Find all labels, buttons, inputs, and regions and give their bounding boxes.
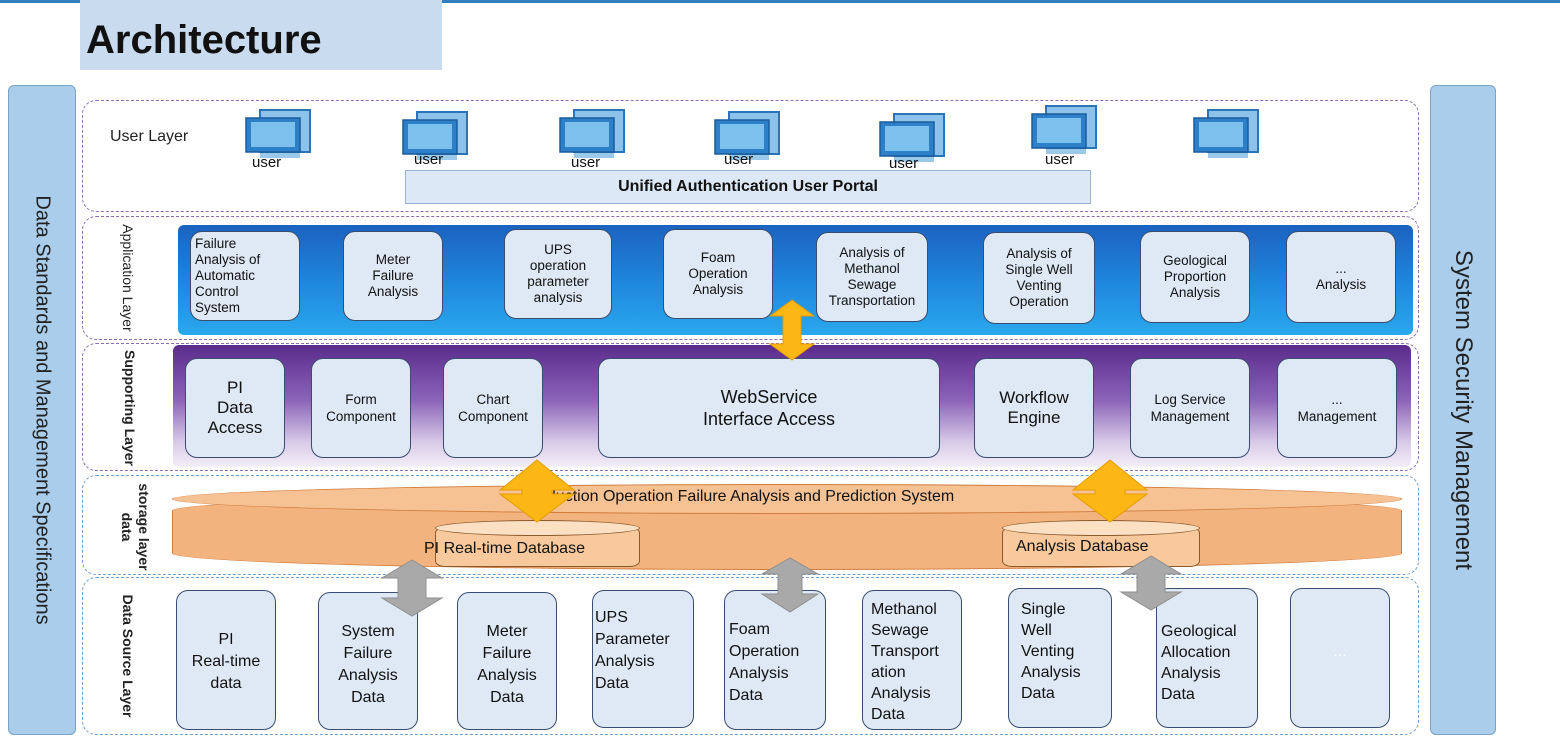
user-layer-label: User Layer (110, 128, 189, 145)
app-more-analysis: ... Analysis (1286, 231, 1396, 323)
support-form-component: Form Component (311, 358, 411, 458)
double-arrow-icon (768, 299, 816, 361)
support-pi-data-access: PI Data Access (185, 358, 285, 458)
user-label: user (414, 151, 444, 168)
analysis-database-top (1002, 520, 1200, 536)
prediction-system-label: Production Operation Failure Analysis an… (522, 488, 955, 505)
top-rule (0, 0, 1560, 3)
support-workflow-engine: Workflow Engine (974, 358, 1094, 458)
source-pi-realtime: PI Real-time data (176, 590, 276, 730)
double-arrow-icon (1071, 459, 1149, 523)
supporting-layer (82, 343, 1419, 471)
source-single-well-venting: Single Well Venting Analysis Data (1008, 588, 1112, 728)
source-ups-parameter: UPS Parameter Analysis Data (592, 590, 694, 728)
app-methanol-sewage: Analysis of Methanol Sewage Transportati… (816, 232, 928, 322)
data-source-layer (82, 577, 1419, 735)
source-geological-allocation: Geological Allocation Analysis Data (1156, 588, 1258, 728)
source-meter-failure: Meter Failure Analysis Data (457, 592, 557, 730)
support-more-management: ... Management (1277, 358, 1397, 458)
app-ups-operation: UPS operation parameter analysis (504, 229, 612, 319)
user-label: user (889, 155, 919, 172)
app-single-well-venting: Analysis of Single Well Venting Operatio… (983, 232, 1095, 324)
source-foam-operation: Foam Operation Analysis Data (724, 590, 826, 730)
app-automatic-control-failure: Failure Analysis of Automatic Control Sy… (190, 231, 300, 321)
user-label: user (252, 154, 282, 171)
support-webservice: WebService Interface Access (598, 358, 940, 458)
application-layer (82, 216, 1419, 340)
double-arrow-icon (498, 459, 576, 523)
prediction-system-cylinder-top (172, 484, 1402, 514)
source-more: ... (1290, 588, 1390, 728)
app-meter-failure: Meter Failure Analysis (343, 231, 443, 321)
gray-double-arrow-icon (1119, 555, 1183, 611)
user-label: user (1045, 151, 1075, 168)
data-standards-sidebar (8, 85, 76, 735)
support-chart-component: Chart Component (443, 358, 543, 458)
analysis-database-label: Analysis Database (1016, 538, 1149, 555)
source-system-failure: System Failure Analysis Data (318, 592, 418, 730)
user-layer (82, 100, 1419, 212)
storage-layer (82, 475, 1419, 575)
unified-auth-portal: Unified Authentication User Portal (405, 170, 1091, 204)
title-banner (80, 0, 442, 70)
user-label: user (724, 151, 754, 168)
page-title: Architecture (86, 18, 322, 62)
support-log-service: Log Service Management (1130, 358, 1250, 458)
source-methanol-sewage: Methanol Sewage Transport ation Analysis… (862, 590, 962, 730)
pi-database-label: PI Real-time Database (424, 540, 585, 557)
user-label: user (571, 154, 601, 171)
gray-double-arrow-icon (380, 559, 444, 617)
app-geological-proportion: Geological Proportion Analysis (1140, 231, 1250, 323)
security-sidebar (1430, 85, 1496, 735)
app-foam-operation: Foam Operation Analysis (663, 229, 773, 319)
gray-double-arrow-icon (760, 557, 820, 613)
